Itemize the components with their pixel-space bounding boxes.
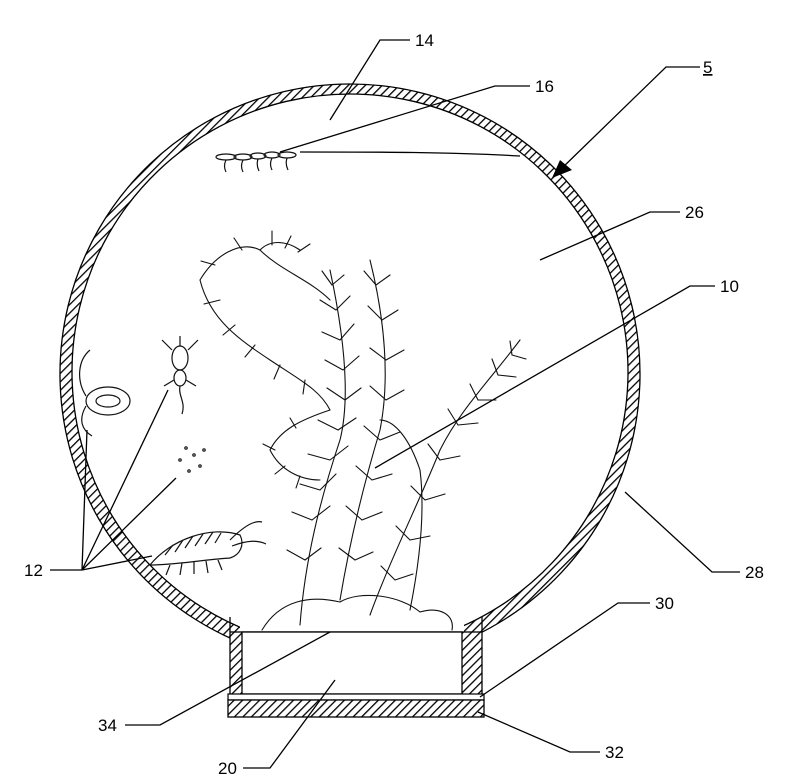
- leader-lines: [50, 39, 740, 769]
- label-12: 12: [24, 561, 43, 580]
- label-30: 30: [655, 594, 674, 613]
- label-16: 16: [535, 77, 554, 96]
- label-5: 5: [703, 58, 712, 77]
- globe-wall: [59, 83, 641, 665]
- label-14: 14: [415, 31, 434, 50]
- label-20: 20: [218, 759, 237, 778]
- label-10: 10: [720, 277, 739, 296]
- label-28: 28: [745, 563, 764, 582]
- base-top-plate: [227, 693, 485, 701]
- base-assembly: [227, 617, 485, 718]
- base-bottom-plate: [227, 699, 485, 718]
- aquatic-plant: [199, 230, 527, 631]
- label-32: 32: [605, 743, 624, 762]
- organisms: [79, 336, 267, 576]
- surface-organisms: [215, 151, 297, 173]
- label-34: 34: [98, 716, 117, 735]
- label-26: 26: [685, 203, 704, 222]
- reference-labels: 14 16 5 26 10 12 28 30 32 34 20: [24, 31, 764, 778]
- base-chamber: [241, 631, 463, 695]
- arrow-5-icon: [552, 160, 572, 178]
